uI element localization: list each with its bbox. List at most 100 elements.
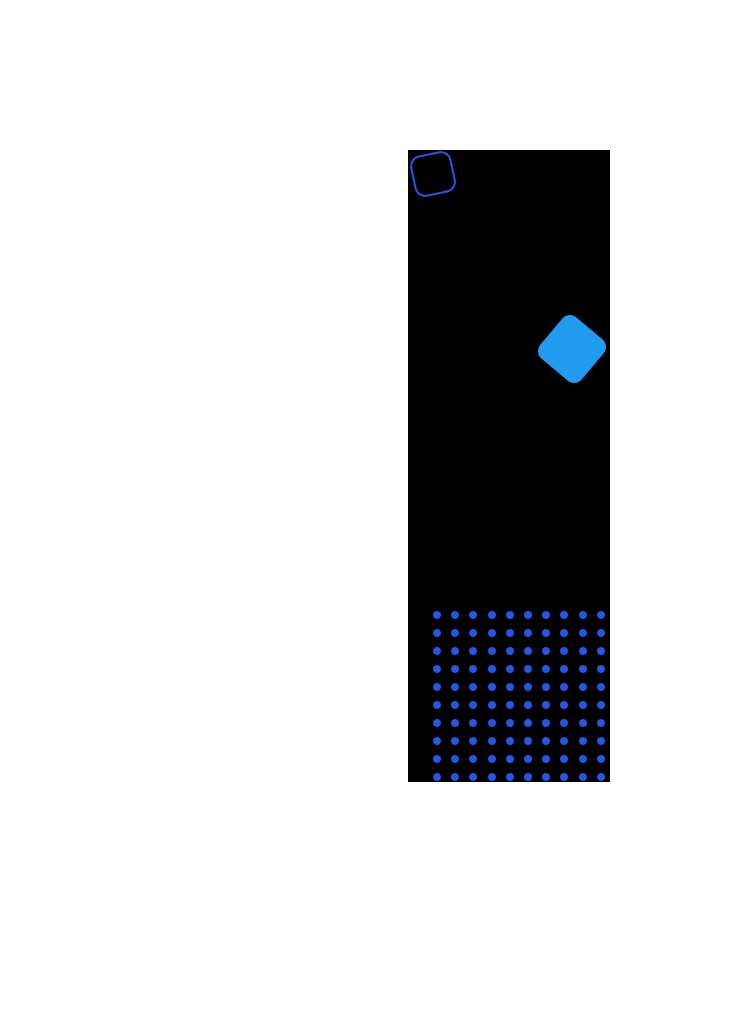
grid-dot <box>433 701 441 709</box>
grid-dot <box>542 755 551 763</box>
grid-dot <box>542 719 551 727</box>
grid-dot <box>433 647 441 655</box>
grid-dot <box>524 755 532 763</box>
grid-dot <box>578 683 587 691</box>
grid-dot <box>560 719 569 727</box>
grid-dot <box>451 719 460 727</box>
grid-dot <box>469 755 478 763</box>
grid-dot <box>542 683 551 691</box>
grid-dot <box>578 719 587 727</box>
dot-grid-pattern <box>433 611 605 781</box>
grid-dot <box>487 683 496 691</box>
grid-dot <box>524 665 532 673</box>
decor-panel <box>408 149 611 782</box>
grid-dot <box>469 611 478 619</box>
grid-dot <box>487 719 496 727</box>
grid-dot <box>578 647 587 655</box>
grid-dot <box>451 665 460 673</box>
grid-dot <box>505 683 514 691</box>
grid-dot <box>596 629 605 637</box>
grid-dot <box>433 683 441 691</box>
grid-dot <box>487 755 496 763</box>
grid-dot <box>505 773 514 781</box>
grid-dot <box>560 665 569 673</box>
grid-dot <box>542 665 551 673</box>
grid-dot <box>578 773 587 781</box>
grid-dot <box>524 773 532 781</box>
grid-dot <box>524 629 532 637</box>
grid-dot <box>596 611 605 619</box>
grid-dot <box>578 755 587 763</box>
grid-dot <box>596 773 605 781</box>
grid-dot <box>469 737 478 745</box>
grid-dot <box>596 647 605 655</box>
grid-dot <box>560 755 569 763</box>
grid-dot <box>451 701 460 709</box>
grid-dot <box>469 647 478 655</box>
grid-dot <box>596 665 605 673</box>
grid-dot <box>505 611 514 619</box>
grid-dot <box>505 665 514 673</box>
grid-dot <box>433 629 441 637</box>
grid-dot <box>596 755 605 763</box>
grid-dot <box>469 665 478 673</box>
grid-dot <box>451 611 460 619</box>
grid-dot <box>560 773 569 781</box>
grid-dot <box>578 701 587 709</box>
grid-dot <box>524 611 532 619</box>
grid-dot <box>524 737 532 745</box>
grid-dot <box>596 701 605 709</box>
outlined-rounded-square-shape <box>408 149 458 199</box>
grid-dot <box>560 647 569 655</box>
grid-dot <box>433 719 441 727</box>
grid-dot <box>560 611 569 619</box>
grid-dot <box>505 647 514 655</box>
grid-dot <box>505 629 514 637</box>
grid-dot <box>524 647 532 655</box>
grid-dot <box>469 629 478 637</box>
grid-dot <box>433 665 441 673</box>
grid-dot <box>596 719 605 727</box>
grid-dot <box>433 737 441 745</box>
grid-dot <box>487 611 496 619</box>
grid-dot <box>451 737 460 745</box>
grid-dot <box>487 701 496 709</box>
grid-dot <box>433 773 441 781</box>
grid-dot <box>451 629 460 637</box>
grid-dot <box>542 647 551 655</box>
filled-rounded-square-shape <box>533 310 611 388</box>
grid-dot <box>578 629 587 637</box>
grid-dot <box>469 683 478 691</box>
grid-dot <box>451 773 460 781</box>
grid-dot <box>469 773 478 781</box>
grid-dot <box>524 719 532 727</box>
grid-dot <box>487 737 496 745</box>
grid-dot <box>487 665 496 673</box>
grid-dot <box>505 719 514 727</box>
grid-dot <box>469 701 478 709</box>
grid-dot <box>542 611 551 619</box>
grid-dot <box>596 737 605 745</box>
grid-dot <box>542 737 551 745</box>
grid-dot <box>524 683 532 691</box>
grid-dot <box>505 755 514 763</box>
grid-dot <box>469 719 478 727</box>
grid-dot <box>560 683 569 691</box>
grid-dot <box>596 683 605 691</box>
grid-dot <box>451 683 460 691</box>
grid-dot <box>524 701 532 709</box>
grid-dot <box>433 611 441 619</box>
grid-dot <box>542 701 551 709</box>
grid-dot <box>451 647 460 655</box>
grid-dot <box>542 629 551 637</box>
grid-dot <box>487 773 496 781</box>
grid-dot <box>505 701 514 709</box>
grid-dot <box>560 629 569 637</box>
grid-dot <box>487 647 496 655</box>
grid-dot <box>560 701 569 709</box>
grid-dot <box>560 737 569 745</box>
grid-dot <box>451 755 460 763</box>
grid-dot <box>487 629 496 637</box>
grid-dot <box>578 611 587 619</box>
grid-dot <box>433 755 441 763</box>
